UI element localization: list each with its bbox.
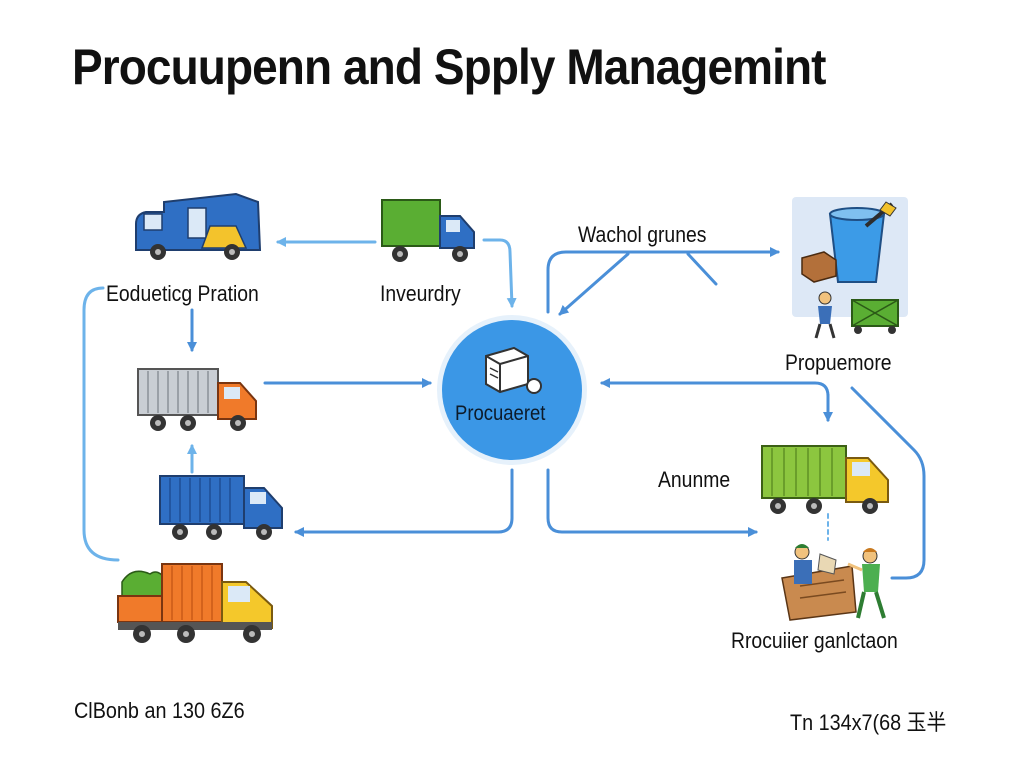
- arrow-hub-to-blue-truck: [294, 468, 514, 537]
- label-procurer-generation: Rrocuiier ganlctaon: [731, 628, 898, 653]
- label-annual: Anunme: [658, 467, 731, 492]
- boxes-icon: [485, 346, 542, 394]
- arrow-left-loop: [82, 286, 120, 562]
- procurement-hub[interactable]: [437, 315, 587, 465]
- arrow-diagonal-short: [686, 252, 718, 286]
- label-procurement-right: Propuemore: [785, 350, 892, 375]
- label-production: Eodueticg Pration: [106, 281, 259, 306]
- orange-cargo-truck-icon: [117, 563, 273, 643]
- workers-boxes-icon: [781, 544, 886, 621]
- label-hub: Procuaeret: [455, 402, 546, 425]
- blue-container-truck-icon: [159, 475, 283, 540]
- worker-cart-icon: [814, 291, 899, 339]
- footer-right: Tn 134x7(68 玉半: [790, 710, 947, 735]
- connectors: [82, 237, 926, 580]
- arrow-top-right-to-hub: [558, 252, 630, 316]
- arrow-far-right-loop: [850, 386, 926, 580]
- arrow-inventory-to-hub: [482, 238, 517, 308]
- bucket-worker-icon: [792, 197, 908, 317]
- label-top-right: Wachol grunes: [578, 222, 707, 247]
- garbage-truck-icon: [135, 192, 262, 260]
- arrow-right-to-hub: [600, 378, 830, 422]
- arrow-hub-to-top-right: [546, 247, 780, 314]
- page-title: Procuupenn and Spply Managemint: [72, 39, 826, 95]
- yellow-truck-icon: [761, 445, 889, 514]
- orange-container-truck-icon: [137, 368, 257, 431]
- label-inventory: Inveurdry: [380, 281, 461, 306]
- arrow-hub-to-workers: [546, 468, 758, 537]
- green-delivery-truck-icon: [381, 199, 475, 262]
- footer-left: ClBonb an 130 6Z6: [74, 698, 245, 723]
